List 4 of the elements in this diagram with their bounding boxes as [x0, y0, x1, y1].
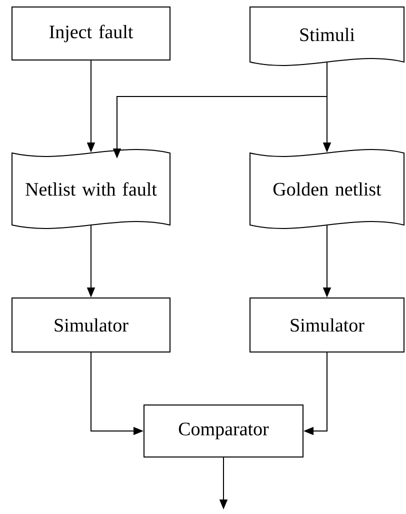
process-box: Simulator	[12, 298, 170, 352]
process-box: Inject fault	[12, 6, 170, 60]
process-box: Comparator	[144, 404, 304, 458]
process-box: Simulator	[250, 298, 404, 352]
